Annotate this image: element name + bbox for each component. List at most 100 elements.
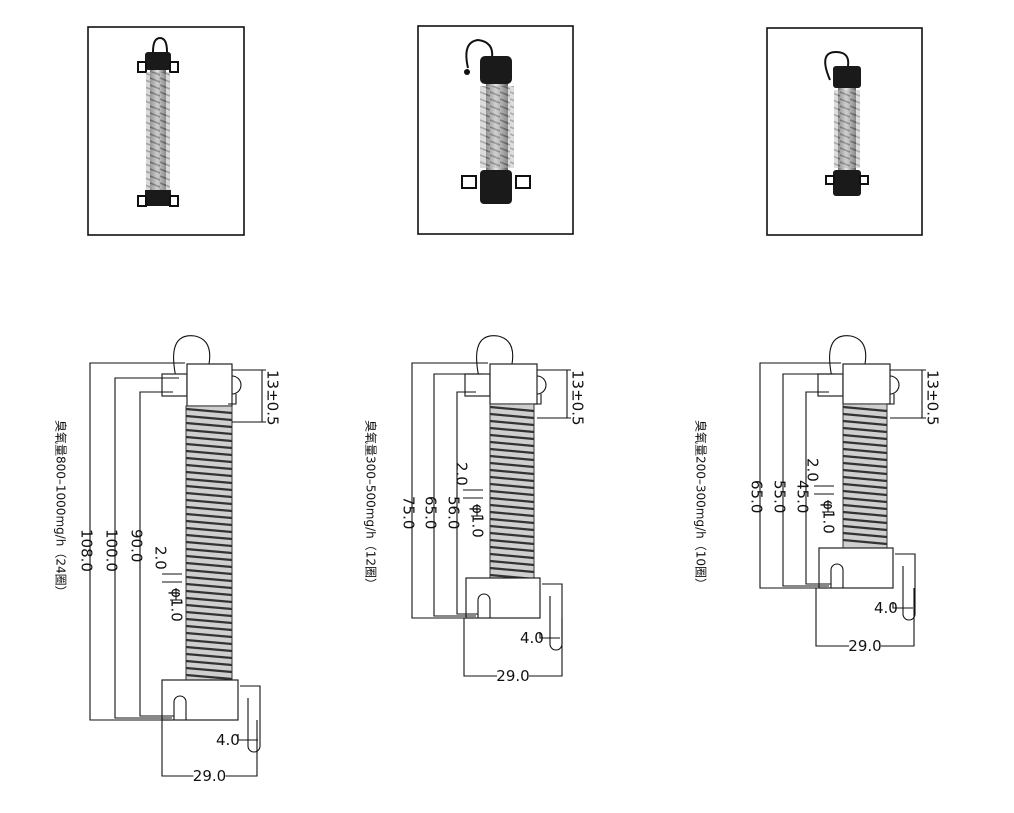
slot-dimension — [892, 602, 913, 609]
coil-turn — [842, 538, 888, 546]
wire-marker — [822, 500, 834, 513]
coil-turn — [842, 496, 888, 504]
coil-turn — [842, 517, 888, 525]
dim-width-bg — [193, 768, 226, 784]
coil-turn — [842, 489, 888, 497]
coil-turn — [185, 659, 233, 667]
coil-turn — [185, 414, 233, 422]
coil-turn — [842, 475, 888, 483]
coil-turn — [489, 517, 535, 525]
coil-turn — [489, 475, 535, 483]
dim-slot: 4.0 — [874, 599, 898, 617]
coil-turn — [489, 440, 535, 448]
coil-turn — [185, 463, 233, 471]
coil-turn — [489, 426, 535, 434]
ozone-tube-image-2 — [461, 38, 531, 204]
dim-pitch: 2.0 — [453, 462, 471, 486]
wire-marker — [471, 504, 483, 517]
bottom-cap — [818, 547, 894, 589]
coil-turn — [842, 454, 888, 462]
coil-turn — [185, 624, 233, 632]
coil-turn — [842, 531, 888, 539]
coil-turn — [489, 552, 535, 560]
product-caption: 臭氧量200–300mg/h（10圈） — [694, 420, 709, 590]
dim-clearance: 13±0.5 — [264, 370, 282, 426]
dim-width-bg — [497, 668, 529, 684]
coil-turn — [185, 519, 233, 527]
coil-turn — [842, 405, 888, 413]
lead-wire — [173, 335, 211, 383]
wire-marker — [170, 588, 182, 601]
dim-length-2: 55.0 — [771, 480, 789, 513]
coil-turn — [185, 533, 233, 541]
coil-turn — [489, 419, 535, 427]
coil-turn — [489, 461, 535, 469]
coil-turn — [842, 482, 888, 490]
drawing-1: 90.0100.0108.013±0.52.0φ1.04.029.0臭氧量800… — [54, 335, 282, 785]
product-caption: 臭氧量300–500mg/h（12圈） — [364, 420, 379, 590]
dim-clearance: 13±0.5 — [924, 370, 942, 426]
product-photo-1 — [87, 26, 245, 236]
dimension-line-2 — [782, 373, 835, 587]
coil-turn — [185, 673, 233, 681]
dim-length-3: 108.0 — [78, 529, 96, 572]
dim-length-1: 56.0 — [445, 496, 463, 529]
lead-wire — [476, 335, 514, 383]
terminal-bracket — [464, 373, 491, 397]
coil-turn — [489, 559, 535, 567]
dim-wire: φ1.0 — [820, 500, 838, 534]
coil-turn — [489, 538, 535, 546]
dim-width: 29.0 — [496, 667, 529, 685]
drawing-3: 45.055.065.013±0.52.0φ1.04.029.0臭氧量200–3… — [694, 335, 942, 655]
dim-length-1: 90.0 — [128, 529, 146, 562]
coil-turn — [185, 526, 233, 534]
top-cap — [186, 363, 233, 407]
coil-turn — [185, 449, 233, 457]
bottom-cap — [465, 577, 541, 619]
dimension-line-2 — [114, 377, 179, 719]
pitch-marker — [814, 485, 834, 495]
coil-turn — [842, 461, 888, 469]
coil-turn — [842, 419, 888, 427]
dim-width: 29.0 — [848, 637, 881, 655]
coil-turn — [185, 568, 233, 576]
coil-turn — [489, 524, 535, 532]
dim-clearance: 13±0.5 — [569, 370, 587, 426]
top-mount-hook — [228, 375, 242, 405]
coil-turn — [842, 412, 888, 420]
coil-turn — [185, 603, 233, 611]
coil-turn — [185, 610, 233, 618]
dim-wire: φ1.0 — [168, 588, 186, 622]
dimension-line-3 — [139, 391, 174, 717]
coil-turn — [489, 454, 535, 462]
coil-turn — [489, 412, 535, 420]
dim-slot: 4.0 — [216, 731, 240, 749]
coil-turn — [185, 596, 233, 604]
bottom-left-slot — [830, 563, 844, 588]
coil-turn — [185, 617, 233, 625]
coil-turn — [185, 477, 233, 485]
coil-turn — [489, 447, 535, 455]
coil-turn — [489, 468, 535, 476]
pitch-marker — [463, 489, 483, 499]
bottom-mount-hook — [895, 553, 916, 621]
dim-length-3: 65.0 — [748, 480, 766, 513]
coil-turn — [842, 447, 888, 455]
coil-turn — [842, 468, 888, 476]
coil-turn — [185, 652, 233, 660]
coil-turn — [185, 512, 233, 520]
coil-turn — [185, 631, 233, 639]
dim-length-2: 100.0 — [103, 529, 121, 572]
dimension-line-3 — [805, 391, 831, 585]
drawing-2: 56.065.075.013±0.52.0φ1.04.029.0臭氧量300–5… — [364, 335, 587, 685]
coil-turn — [489, 496, 535, 504]
technical-drawings: 90.0100.0108.013±0.52.0φ1.04.029.0臭氧量800… — [54, 335, 942, 785]
coil-turn — [842, 426, 888, 434]
coil-turn — [185, 505, 233, 513]
coil-turn — [185, 421, 233, 429]
coil-turn — [185, 498, 233, 506]
coil-turn — [842, 524, 888, 532]
clearance-dimension — [890, 369, 926, 419]
coil-turn — [842, 440, 888, 448]
coil-turn — [489, 566, 535, 574]
